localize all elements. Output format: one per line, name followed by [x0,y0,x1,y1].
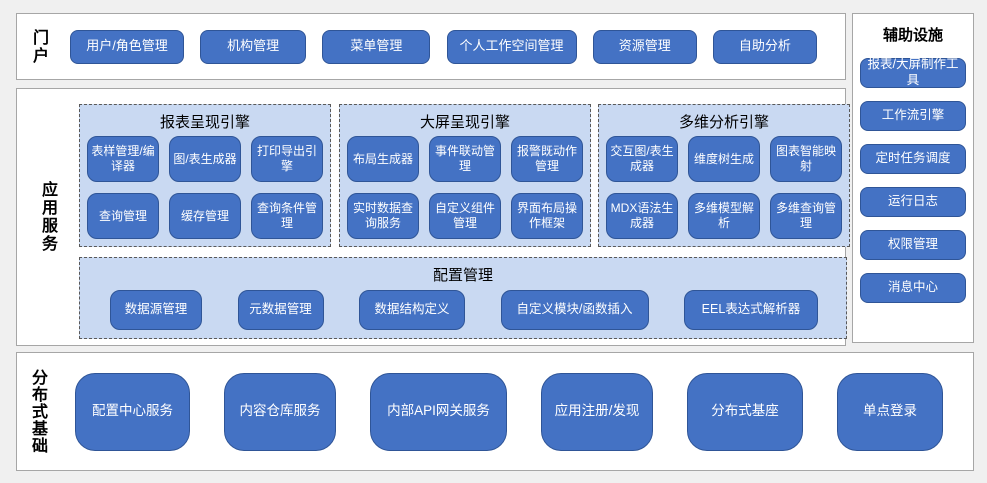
node-single-sign-on[interactable]: 单点登录 [837,372,943,451]
node-chart-table-generator[interactable]: 图/表生成器 [169,136,241,182]
node-resource-management[interactable]: 资源管理 [592,29,697,64]
node-self-service-analysis[interactable]: 自助分析 [712,29,817,64]
node-interactive-chart-generator[interactable]: 交互图/表生成器 [606,136,678,182]
node-ui-layout-framework[interactable]: 界面布局操作框架 [511,193,583,239]
node-permission-management[interactable]: 权限管理 [860,230,966,260]
node-realtime-data-query-service[interactable]: 实时数据查询服务 [347,193,419,239]
node-multidim-model-parsing[interactable]: 多维模型解析 [688,193,760,239]
node-workflow-engine[interactable]: 工作流引擎 [860,101,966,131]
node-dimension-tree-generation[interactable]: 维度树生成 [688,136,760,182]
node-multidim-query-management[interactable]: 多维查询管理 [770,193,842,239]
group-grid: 布局生成器 事件联动管理 报警既动作管理 实时数据查询服务 自定义组件管理 界面… [340,136,590,239]
node-config-center-service[interactable]: 配置中心服务 [75,372,190,451]
app-services-section: 应用服务 报表呈现引擎 表样管理/编译器 图/表生成器 打印导出引擎 查询管理 … [16,88,850,346]
node-metadata-management[interactable]: 元数据管理 [237,290,324,330]
node-run-log[interactable]: 运行日志 [860,187,966,217]
node-custom-module-function-insert[interactable]: 自定义模块/函数插入 [500,290,649,330]
distributed-foundation-section: 分布式基础 配置中心服务 内容仓库服务 内部API网关服务 应用注册/发现 分布… [16,352,974,471]
portal-label: 门户 [30,28,47,65]
distributed-button-row: 配置中心服务 内容仓库服务 内部API网关服务 应用注册/发现 分布式基座 单点… [75,372,943,451]
auxiliary-facilities-title: 辅助设施 [882,27,943,44]
app-services-label: 应用服务 [39,181,56,253]
node-report-bigscreen-authoring-tool[interactable]: 报表/大屏制作工具 [860,57,966,88]
group-title-config-management: 配置管理 [432,267,493,284]
node-custom-component-management[interactable]: 自定义组件管理 [429,193,501,239]
node-app-registration-discovery[interactable]: 应用注册/发现 [541,372,653,451]
node-eel-expression-parser[interactable]: EEL表达式解析器 [684,290,818,330]
node-data-structure-definition[interactable]: 数据结构定义 [359,290,465,330]
portal-button-row: 用户/角色管理 机构管理 菜单管理 个人工作空间管理 资源管理 自助分析 [70,29,817,64]
node-menu-management[interactable]: 菜单管理 [322,29,431,64]
group-grid: 表样管理/编译器 图/表生成器 打印导出引擎 查询管理 缓存管理 查询条件管理 [80,136,330,239]
group-title-report-render-engine: 报表呈现引擎 [159,114,250,131]
node-alarm-action-management[interactable]: 报警既动作管理 [511,136,583,182]
group-report-render-engine: 报表呈现引擎 表样管理/编译器 图/表生成器 打印导出引擎 查询管理 缓存管理 … [79,104,331,247]
node-internal-api-gateway-service[interactable]: 内部API网关服务 [370,372,507,451]
node-query-management[interactable]: 查询管理 [87,193,159,239]
node-print-export-engine[interactable]: 打印导出引擎 [251,136,323,182]
group-row: 数据源管理 元数据管理 数据结构定义 自定义模块/函数插入 EEL表达式解析器 [110,290,818,330]
node-mdx-syntax-generator[interactable]: MDX语法生成器 [606,193,678,239]
node-chart-smart-mapping[interactable]: 图表智能映射 [770,136,842,182]
node-scheduled-task-scheduler[interactable]: 定时任务调度 [860,144,966,174]
node-query-condition-management[interactable]: 查询条件管理 [251,193,323,239]
group-config-management: 配置管理 数据源管理 元数据管理 数据结构定义 自定义模块/函数插入 EEL表达… [79,257,847,339]
node-personal-workspace-management[interactable]: 个人工作空间管理 [446,29,577,64]
node-content-repository-service[interactable]: 内容仓库服务 [224,372,336,451]
node-message-center[interactable]: 消息中心 [860,273,966,303]
node-datasource-management[interactable]: 数据源管理 [110,290,202,330]
node-user-role-management[interactable]: 用户/角色管理 [70,29,184,64]
auxiliary-facilities-section: 辅助设施 报表/大屏制作工具 工作流引擎 定时任务调度 运行日志 权限管理 消息… [852,13,974,343]
distributed-foundation-label: 分布式基础 [29,369,46,454]
group-grid: 交互图/表生成器 维度树生成 图表智能映射 MDX语法生成器 多维模型解析 多维… [599,136,849,239]
node-report-style-manager-compiler[interactable]: 表样管理/编译器 [87,136,159,182]
group-bigscreen-render-engine: 大屏呈现引擎 布局生成器 事件联动管理 报警既动作管理 实时数据查询服务 自定义… [339,104,591,247]
node-layout-generator[interactable]: 布局生成器 [347,136,419,182]
group-title-bigscreen-render-engine: 大屏呈现引擎 [419,114,510,131]
node-org-management[interactable]: 机构管理 [200,29,307,64]
node-cache-management[interactable]: 缓存管理 [169,193,241,239]
node-event-linkage-management[interactable]: 事件联动管理 [429,136,501,182]
group-multidim-analysis-engine: 多维分析引擎 交互图/表生成器 维度树生成 图表智能映射 MDX语法生成器 多维… [598,104,850,247]
node-distributed-base[interactable]: 分布式基座 [687,372,803,451]
group-title-multidim-analysis-engine: 多维分析引擎 [678,114,769,131]
portal-section: 门户 用户/角色管理 机构管理 菜单管理 个人工作空间管理 资源管理 自助分析 [16,13,846,80]
